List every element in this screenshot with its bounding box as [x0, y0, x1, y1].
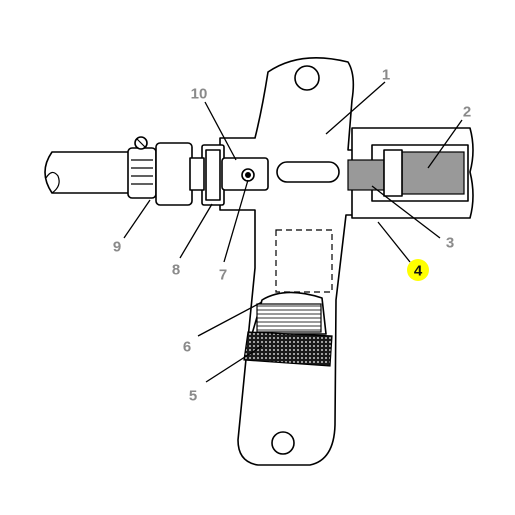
callout-3: 3 — [446, 235, 454, 252]
leader-lines — [123, 81, 463, 383]
body-part-1 — [219, 57, 361, 466]
callout-8: 8 — [172, 262, 180, 279]
callout-7: 7 — [219, 267, 227, 284]
threaded-insert-part-6 — [251, 291, 327, 335]
callout-5: 5 — [189, 388, 197, 405]
hex-fitting-part-8 — [201, 144, 225, 206]
connector-body — [155, 142, 205, 206]
hose-clamp-part-9 — [127, 136, 157, 199]
seal-part-3 — [347, 159, 385, 191]
seal-part-2 — [401, 151, 465, 195]
callout-6: 6 — [183, 339, 191, 356]
pipe — [44, 151, 141, 194]
knurled-nut-part-5 — [243, 331, 333, 367]
callouts: 1 2 3 4 5 6 7 8 9 10 — [113, 67, 471, 405]
callout-2: 2 — [463, 104, 471, 121]
fitting-part-10 — [221, 157, 269, 191]
callout-9: 9 — [113, 239, 121, 256]
callout-4: 4 — [414, 263, 423, 280]
jaw-assembly — [347, 127, 474, 219]
callout-10: 10 — [191, 86, 208, 103]
callout-1: 1 — [382, 67, 390, 84]
highlight-marker — [407, 259, 429, 281]
